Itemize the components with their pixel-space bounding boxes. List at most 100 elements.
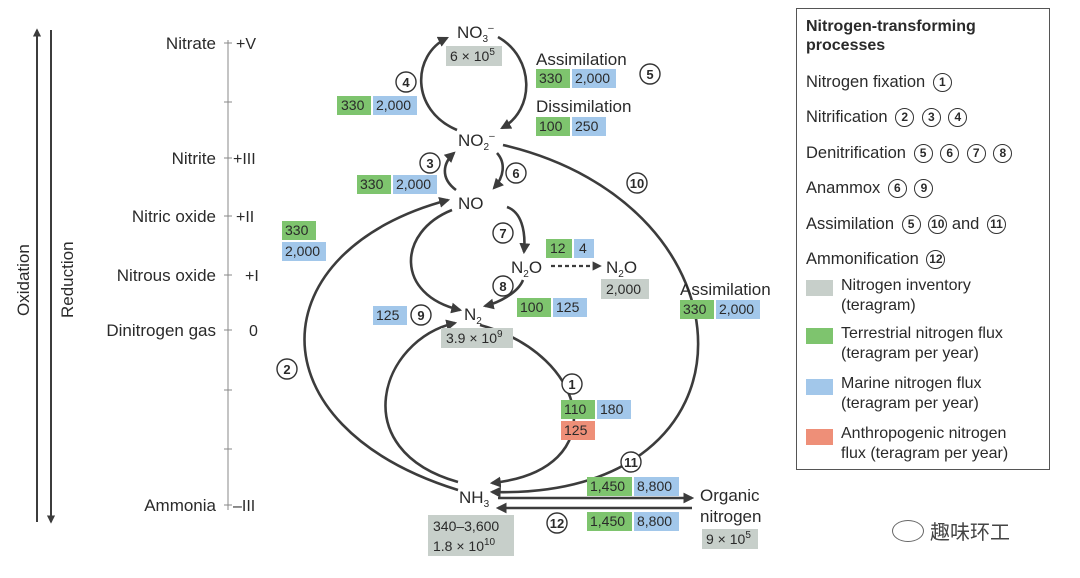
- inventory-n2o-box: [601, 279, 649, 299]
- legend-text-line: (teragram per year): [841, 345, 979, 362]
- step-10-circle: [626, 172, 648, 194]
- step-3-number: 3: [426, 156, 433, 171]
- flux-7-marine-box: [574, 239, 594, 258]
- step-12-circle: [546, 512, 568, 534]
- flux-dissim-terrestrial-box: [536, 117, 570, 136]
- legend-step-number: 5: [901, 215, 921, 234]
- flux-5-marine-box: [572, 69, 616, 88]
- legend-text-line: (teragram per year): [841, 395, 979, 412]
- legend-step-number: 4: [948, 108, 968, 127]
- flux-1-anthropogenic: 125: [564, 422, 588, 438]
- label-dissimilation: Dissimilation: [536, 97, 631, 116]
- wechat-icon: [892, 520, 924, 542]
- step-5-circle: [639, 63, 661, 85]
- flux-11-marine: 8,800: [637, 478, 672, 494]
- ox-nitrous-oxide: +I: [245, 268, 259, 285]
- flux-12-marine: 8,800: [637, 513, 672, 529]
- legend-step-number: 11: [986, 215, 1006, 234]
- flux-12-terrestrial: 1,450: [590, 513, 625, 529]
- flux-1-terrestrial-box: [561, 400, 595, 419]
- flux-11-terrestrial: 1,450: [590, 478, 625, 494]
- flux-9-marine: 125: [376, 307, 400, 323]
- flux-1-anthropogenic-box: [561, 421, 595, 440]
- flux-12-terrestrial-box: [587, 512, 632, 531]
- inventory-ammonia: 1.8 × 1010: [433, 537, 496, 554]
- step-2-circle: [276, 358, 298, 380]
- legend-step-number: 8: [993, 144, 1013, 163]
- legend-row-label: Nitrogen fixation: [806, 73, 926, 91]
- legend-text-line: (teragram): [841, 297, 916, 314]
- legend-step-number: 9: [914, 179, 934, 198]
- oxidation-label: Oxidation: [14, 244, 33, 316]
- legend-step-number: 6: [887, 179, 907, 198]
- legend-step-number: 6: [940, 144, 960, 163]
- species-organic-nitrogen-line1: Organic: [700, 486, 760, 505]
- legend-swatch-anthropogenic: [806, 429, 833, 445]
- ox-nitrite: +III: [233, 151, 256, 168]
- legend-step-number: 7: [966, 144, 986, 163]
- step-7-number: 7: [499, 226, 506, 241]
- legend-step-number: 1: [932, 73, 952, 92]
- flux-dissim-marine-box: [572, 117, 606, 136]
- watermark-text: 趣味环工: [930, 522, 1010, 544]
- species-dinitrogen: N2: [464, 305, 482, 327]
- flux-4-marine: 2,000: [376, 97, 411, 113]
- legend-row-denitrification: Denitrification 5 6 7 8: [806, 144, 1013, 163]
- state-nitrate: Nitrate: [166, 34, 216, 53]
- flux-2-marine-box: [282, 242, 326, 261]
- flux-dissim-marine: 250: [575, 118, 599, 134]
- inventory-ammonia-range: 340–3,600: [433, 518, 499, 534]
- legend-row-assimilation: Assimilation 5 10 and 11: [806, 215, 1006, 234]
- step-7-circle: [492, 222, 514, 244]
- flux-7-marine: 4: [579, 240, 587, 256]
- flux-10-terrestrial-box: [680, 300, 714, 319]
- ox-nitric-oxide: +II: [236, 209, 254, 226]
- arrow-denitrification-8: [482, 279, 525, 310]
- legend-row-nitrification: Nitrification 2 3 4: [806, 108, 968, 127]
- legend-swatch-inventory: [806, 280, 833, 296]
- step-12-number: 12: [550, 516, 564, 531]
- label-assimilation-right: Assimilation: [680, 280, 771, 299]
- step-2-number: 2: [283, 362, 290, 377]
- ox-ammonia: –III: [233, 498, 255, 515]
- step-4-number: 4: [402, 75, 410, 90]
- legend-swatch-terrestrial: [806, 328, 833, 344]
- legend-row-anammox: Anammox 6 9: [806, 179, 934, 198]
- legend-row-label: Anammox: [806, 179, 881, 197]
- species-ammonia: NH3: [459, 488, 490, 510]
- legend-title: Nitrogen-transforming processes: [806, 18, 976, 54]
- legend-step-number: 2: [895, 108, 915, 127]
- species-organic-nitrogen-line2: nitrogen: [700, 507, 761, 526]
- legend-row-label: Assimilation: [806, 215, 895, 233]
- label-assimilation-top: Assimilation: [536, 50, 627, 69]
- flux-10-marine-box: [716, 300, 760, 319]
- arrow-fixation-1: [479, 323, 576, 488]
- species-nitrite: NO2–: [458, 131, 495, 153]
- flux-2-terrestrial-box: [282, 221, 316, 240]
- legend-text-line: Terrestrial nitrogen flux: [841, 325, 1003, 342]
- flux-2-terrestrial: 330: [285, 222, 309, 238]
- step-10-number: 10: [630, 176, 644, 191]
- legend-swatch-marine: [806, 379, 833, 395]
- flux-1-terrestrial: 110: [564, 401, 587, 417]
- flux-12-marine-box: [634, 512, 679, 531]
- inventory-nitrate: 6 × 105: [450, 47, 495, 64]
- legend-row-ammonification: Ammonification 12: [806, 250, 946, 269]
- arrow-assimilation-10: [489, 143, 700, 498]
- flux-7-terrestrial-box: [546, 239, 572, 258]
- step-9-number: 9: [417, 308, 424, 323]
- species-nitrous-oxide-emitted: N2O: [606, 258, 637, 280]
- flux-1-marine: 180: [600, 401, 624, 417]
- arrow-nh3-upward: [384, 319, 459, 484]
- state-dinitrogen: Dinitrogen gas: [106, 321, 216, 340]
- step-8-circle: [492, 275, 514, 297]
- state-ammonia: Ammonia: [144, 496, 216, 515]
- legend-text-inventory: Nitrogen inventory (teragram): [841, 276, 1046, 316]
- watermark: 趣味环工: [892, 516, 1010, 545]
- flux-11-terrestrial-box: [587, 477, 632, 496]
- flux-8-terrestrial: 100: [520, 299, 544, 315]
- species-nitrous-oxide: N2O: [511, 258, 542, 280]
- flux-7-terrestrial: 12: [550, 240, 566, 256]
- inventory-n2o: 2,000: [606, 281, 641, 297]
